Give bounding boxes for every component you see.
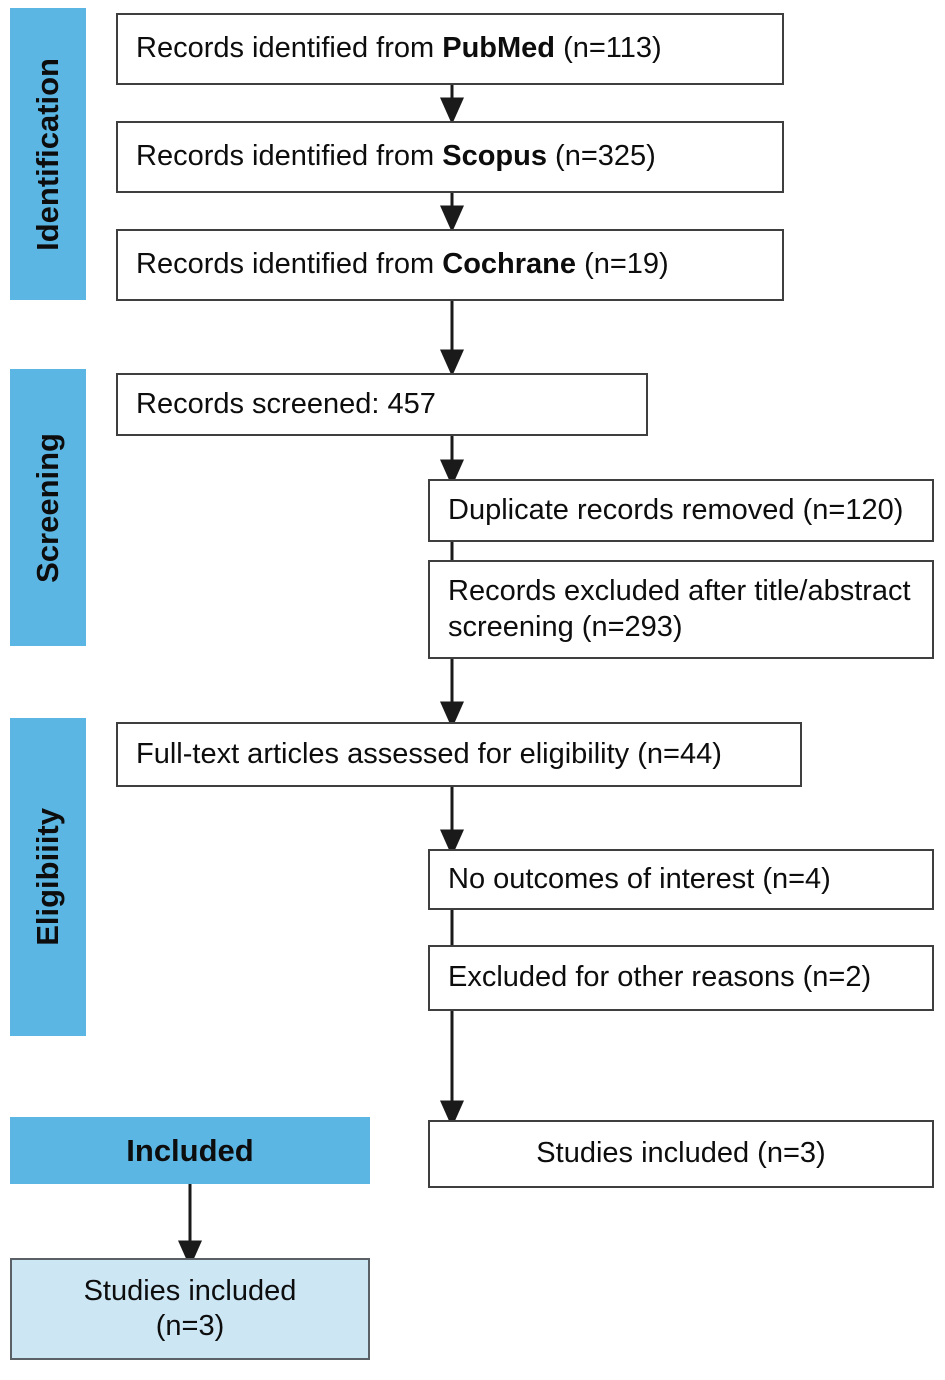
box-fulltext-assessed: Full-text articles assessed for eligibil…: [116, 722, 802, 787]
box-studies-included-bottom: Studies included (n=3): [10, 1258, 370, 1360]
box-records-cochrane-text: Records identified from Cochrane (n=19): [136, 248, 669, 281]
box-studies-included-bottom-line1: Studies included: [83, 1274, 297, 1307]
box-records-cochrane: Records identified from Cochrane (n=19): [116, 229, 784, 301]
box-records-pubmed: Records identified from PubMed (n=113): [116, 13, 784, 85]
stage-label-screening: Screening: [30, 432, 65, 583]
stage-bar-included: Included: [10, 1117, 370, 1184]
stage-label-included: Included: [126, 1132, 254, 1168]
stage-bar-screening: Screening: [10, 369, 86, 646]
box-records-scopus: Records identified from Scopus (n=325): [116, 121, 784, 193]
stage-label-identification: Identification: [30, 57, 65, 251]
stage-label-eligibility: Eligibiiity: [30, 808, 65, 946]
box-records-excluded-title-abstract: Records excluded after title/abstract sc…: [428, 560, 934, 659]
source-name-pubmed: PubMed: [442, 32, 556, 65]
source-name-scopus: Scopus: [442, 140, 547, 173]
box-records-pubmed-text: Records identified from PubMed (n=113): [136, 32, 662, 65]
box-studies-included-bottom-line2: (n=3): [155, 1310, 225, 1342]
box-records-screened-text: Records screened: 457: [136, 387, 436, 420]
stage-bar-eligibility: Eligibiiity: [10, 718, 86, 1036]
box-studies-included-bottom-text: Studies included (n=3): [84, 1274, 297, 1345]
box-duplicate-records-removed-text: Duplicate records removed (n=120): [448, 493, 904, 526]
box-records-screened: Records screened: 457: [116, 373, 648, 436]
stage-bar-identification: Identification: [10, 8, 86, 300]
box-excluded-other-reasons-text: Excluded for other reasons (n=2): [448, 961, 872, 994]
box-studies-included-right: Studies included (n=3): [428, 1120, 934, 1188]
box-studies-included-right-text: Studies included (n=3): [536, 1137, 826, 1170]
box-no-outcomes-of-interest: No outcomes of interest (n=4): [428, 849, 934, 910]
box-excluded-other-reasons: Excluded for other reasons (n=2): [428, 945, 934, 1011]
box-duplicate-records-removed: Duplicate records removed (n=120): [428, 479, 934, 542]
box-records-excluded-title-abstract-text: Records excluded after title/abstract sc…: [448, 575, 911, 643]
box-fulltext-assessed-text: Full-text articles assessed for eligibil…: [136, 737, 722, 770]
box-records-scopus-text: Records identified from Scopus (n=325): [136, 140, 656, 173]
source-name-cochrane: Cochrane: [442, 248, 577, 281]
box-no-outcomes-of-interest-text: No outcomes of interest (n=4): [448, 862, 831, 895]
